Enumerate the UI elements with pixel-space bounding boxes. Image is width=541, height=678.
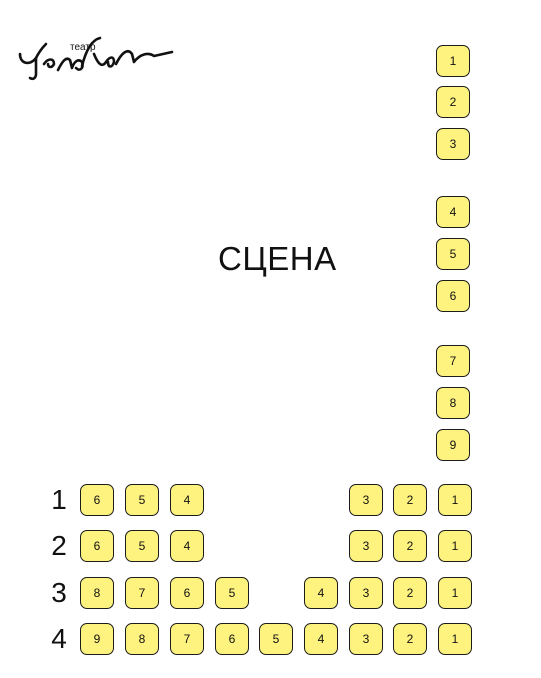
row-seat[interactable]: 6 — [80, 484, 114, 516]
row-seat[interactable]: 4 — [304, 623, 338, 655]
row-seat[interactable]: 1 — [438, 530, 472, 562]
side-seat[interactable]: 7 — [436, 345, 470, 377]
side-seat[interactable]: 4 — [436, 196, 470, 228]
row-seat[interactable]: 2 — [393, 530, 427, 562]
row-seat[interactable]: 1 — [438, 623, 472, 655]
row-seat[interactable]: 4 — [304, 577, 338, 609]
row-seat[interactable]: 2 — [393, 623, 427, 655]
row-seat[interactable]: 5 — [125, 530, 159, 562]
row-seat[interactable]: 3 — [349, 484, 383, 516]
stage-label: СЦЕНА — [218, 240, 337, 277]
side-seat[interactable]: 3 — [436, 128, 470, 160]
row-seat[interactable]: 6 — [215, 623, 249, 655]
side-seat[interactable]: 1 — [436, 45, 470, 77]
row-seat[interactable]: 2 — [393, 484, 427, 516]
row-seat[interactable]: 1 — [438, 577, 472, 609]
row-seat[interactable]: 6 — [80, 530, 114, 562]
side-seat[interactable]: 9 — [436, 429, 470, 461]
row-label: 4 — [51, 623, 67, 654]
row-seat[interactable]: 3 — [349, 623, 383, 655]
side-seat[interactable]: 6 — [436, 280, 470, 312]
theater-logo: театр — [18, 36, 174, 81]
row-seat[interactable]: 7 — [170, 623, 204, 655]
row-seat[interactable]: 4 — [170, 530, 204, 562]
side-seat[interactable]: 5 — [436, 238, 470, 270]
logo-script-lettering — [18, 36, 174, 81]
row-seat[interactable]: 3 — [349, 530, 383, 562]
side-seat[interactable]: 2 — [436, 86, 470, 118]
row-seat[interactable]: 8 — [125, 623, 159, 655]
row-label: 3 — [51, 577, 67, 608]
row-label: 2 — [51, 530, 67, 561]
row-seat[interactable]: 1 — [438, 484, 472, 516]
row-seat[interactable]: 4 — [170, 484, 204, 516]
logo-small-text: театр — [70, 42, 96, 53]
row-seat[interactable]: 6 — [170, 577, 204, 609]
row-seat[interactable]: 2 — [393, 577, 427, 609]
row-seat[interactable]: 5 — [259, 623, 293, 655]
row-seat[interactable]: 9 — [80, 623, 114, 655]
row-seat[interactable]: 3 — [349, 577, 383, 609]
row-seat[interactable]: 7 — [125, 577, 159, 609]
row-seat[interactable]: 5 — [125, 484, 159, 516]
row-label: 1 — [51, 484, 67, 515]
row-seat[interactable]: 8 — [80, 577, 114, 609]
side-seat[interactable]: 8 — [436, 387, 470, 419]
row-seat[interactable]: 5 — [215, 577, 249, 609]
